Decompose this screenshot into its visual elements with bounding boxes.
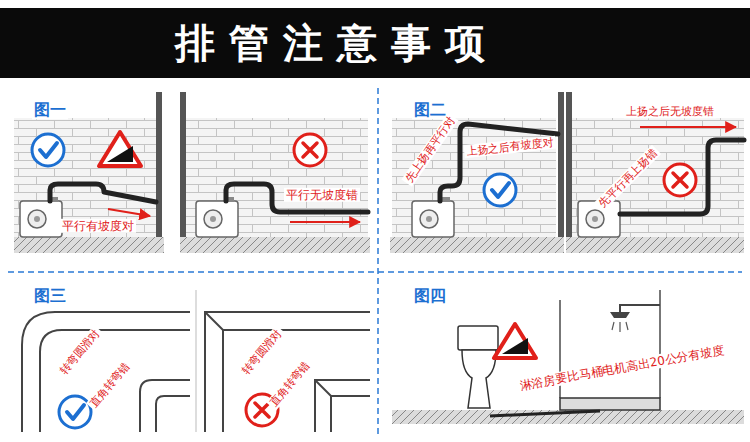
panel-one-correct [50, 184, 156, 202]
illustration [59, 396, 91, 428]
panel-two-correct [412, 197, 454, 237]
panel-label: 图一 [32, 100, 68, 119]
panel-three-correct [22, 312, 190, 432]
panel-one-correct [14, 92, 164, 253]
panel-four [610, 312, 630, 318]
note-label: 平行无坡度错 [284, 188, 360, 202]
panel-divider [377, 88, 379, 438]
panel-one-wrong [196, 197, 238, 237]
panel-one-correct [14, 118, 156, 237]
panel-two-wrong [664, 164, 696, 196]
note-label: 转弯圆滑对 [56, 325, 104, 379]
note-label: 直角转弯错 [86, 358, 134, 412]
panel-four [659, 290, 661, 398]
panel-three-wrong [205, 312, 223, 330]
panel-four [494, 324, 536, 358]
panel-two-wrong [566, 92, 744, 253]
panel-one-correct [156, 92, 162, 238]
panel-three-correct [40, 330, 190, 432]
note-label: 上扬之后无坡度错 [624, 105, 716, 118]
panel-two-wrong [620, 140, 744, 214]
note-label: 淋浴房要比马桶电机高出20公分有坡度 [517, 343, 728, 394]
panel-one-correct [20, 197, 62, 237]
panel-four [490, 411, 600, 416]
note-label: 转弯圆滑对 [238, 325, 286, 379]
title-banner [0, 8, 750, 78]
panel-one-correct [108, 209, 150, 216]
panel-four [560, 398, 660, 410]
panel-three-wrong [315, 380, 370, 432]
panel-two-correct [484, 174, 516, 206]
panel-four [619, 322, 620, 332]
panel-four [612, 322, 614, 330]
panel-one-wrong [180, 237, 370, 253]
panel-three-wrong [315, 380, 331, 396]
panel-four [392, 290, 744, 424]
sub-divider [196, 290, 197, 432]
page-title: 排管注意事项 [175, 19, 499, 67]
panel-three-correct [22, 312, 190, 432]
panel-four [458, 326, 498, 350]
panel-two-wrong [640, 126, 736, 128]
panel-three-wrong [205, 312, 370, 432]
panel-one-wrong [290, 221, 360, 223]
panel-two-correct [390, 237, 564, 253]
panel-two-correct [390, 92, 564, 253]
panel-one-wrong [186, 118, 368, 237]
panel-three-correct [140, 380, 190, 432]
note-label: 平行有坡度对 [60, 219, 136, 233]
panel-divider [8, 271, 742, 273]
note-label: 直角转弯错 [266, 357, 314, 411]
panel-four [620, 305, 660, 312]
panel-two-wrong [566, 237, 744, 253]
panel-four [392, 410, 744, 424]
panel-four [626, 322, 628, 330]
panel-one-wrong [294, 134, 326, 166]
panel-two-wrong [566, 92, 572, 238]
panel-three-wrong [331, 396, 370, 432]
panel-one-correct [99, 132, 141, 166]
panel-four [462, 350, 496, 408]
panel-one-wrong [226, 184, 368, 212]
panel-label: 图二 [412, 100, 448, 119]
panel-label: 图四 [412, 286, 448, 305]
panel-three-correct [156, 396, 190, 432]
panel-one-correct [32, 134, 64, 166]
panel-three-wrong [223, 330, 370, 432]
panel-two-correct [558, 92, 564, 238]
panel-four [612, 322, 628, 332]
panel-label: 图三 [32, 286, 68, 305]
panel-one-wrong [180, 92, 186, 238]
panel-two-wrong [572, 118, 744, 237]
panel-one-wrong [180, 92, 370, 253]
panel-three-wrong [205, 312, 370, 432]
panel-one-correct [14, 237, 164, 253]
